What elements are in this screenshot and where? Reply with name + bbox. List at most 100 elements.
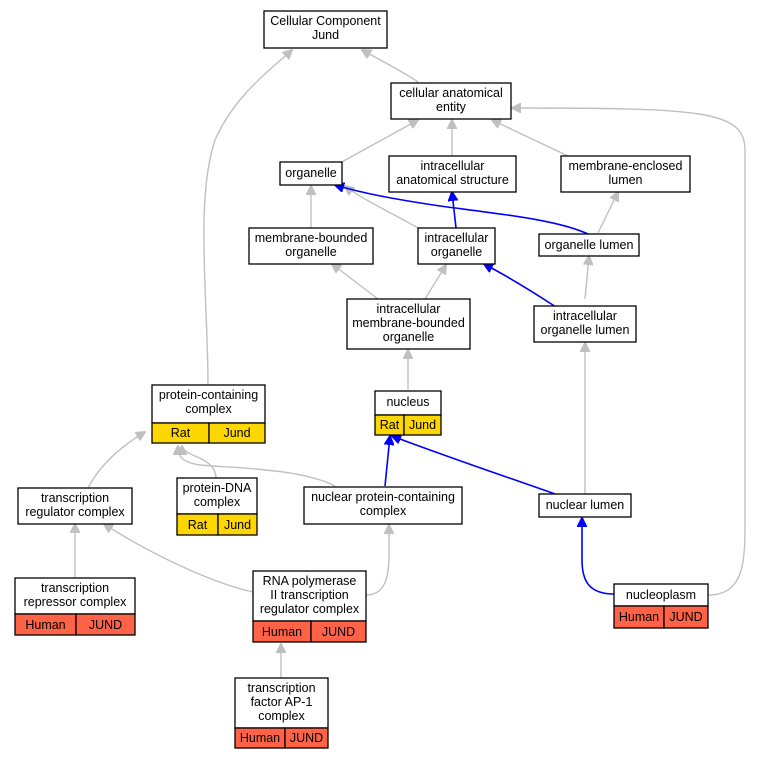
node-label-line: factor AP-1 xyxy=(251,695,313,709)
node-label-line: repressor complex xyxy=(24,595,128,609)
node-label-line: complex xyxy=(185,402,232,416)
gene-label: Jund xyxy=(223,426,250,440)
node-label-line: cellular anatomical xyxy=(399,86,503,100)
edge-imbo-to-io xyxy=(424,265,446,300)
node-nuclear-lumen[interactable]: nuclear lumen xyxy=(538,493,632,518)
node-transcription-repressor-complex[interactable]: transcription repressor complex Human JU… xyxy=(14,577,136,636)
nodes: Cellular Component Jund cellular anatomi… xyxy=(14,10,709,749)
node-label-line: intracellular xyxy=(421,159,485,173)
gene-cell xyxy=(217,513,258,536)
edge-npcc-to-nucleus[interactable] xyxy=(385,436,390,487)
gene-label: JUND xyxy=(290,731,323,745)
node-label-line: organelle xyxy=(285,245,336,259)
node-nucleoplasm[interactable]: nucleoplasm Human JUND xyxy=(613,583,709,629)
edge-organelle-to-cae xyxy=(339,120,418,164)
node-intracellular-membrane-bounded-organelle[interactable]: intracellular membrane-bounded organelle xyxy=(346,298,471,350)
gene-cell xyxy=(284,727,329,749)
node-transcription-factor-ap-1-complex[interactable]: transcription factor AP-1 complex Human … xyxy=(234,677,329,749)
edge-pcc-to-root xyxy=(203,50,292,386)
edge-rnap-to-trc xyxy=(104,524,254,593)
node-label-line: protein-containing xyxy=(159,388,258,402)
node-label-line: nuclear protein-containing xyxy=(311,490,455,504)
gene-cell xyxy=(208,422,266,444)
node-intracellular-organelle-lumen[interactable]: intracellular organelle lumen xyxy=(533,305,637,343)
node-label-line: nucleoplasm xyxy=(626,588,696,602)
node-rna-polymerase-ii-transcription-regulator-complex[interactable]: RNA polymerase II transcription regulato… xyxy=(252,570,367,643)
species-label: Human xyxy=(240,731,280,745)
edge-cae-to-root xyxy=(362,50,419,83)
gene-label: JUND xyxy=(322,625,355,639)
species-label: Rat xyxy=(188,518,208,532)
edge-np-to-cae xyxy=(512,108,746,596)
edge-trc-to-pcc xyxy=(87,432,145,489)
edges xyxy=(75,50,746,678)
node-label-line: lumen xyxy=(608,173,642,187)
node-label-line: complex xyxy=(258,709,305,723)
gene-cell xyxy=(310,620,367,643)
node-label-line: membrane-bounded xyxy=(352,316,465,330)
node-label-line: organelle xyxy=(383,330,434,344)
node-membrane-bounded-organelle[interactable]: membrane-bounded organelle xyxy=(248,227,374,265)
species-label: Human xyxy=(619,610,659,624)
node-cellular-component-jund[interactable]: Cellular Component Jund xyxy=(263,10,388,49)
edge-np-to-nl[interactable] xyxy=(582,518,615,595)
species-label: Rat xyxy=(171,426,191,440)
node-cellular-anatomical-entity[interactable]: cellular anatomical entity xyxy=(390,82,512,120)
edge-ol-to-organelle[interactable] xyxy=(335,185,591,236)
node-label-line: entity xyxy=(436,100,467,114)
gene-label: Jund xyxy=(224,518,251,532)
node-membrane-enclosed-lumen[interactable]: membrane-enclosed lumen xyxy=(560,155,691,193)
node-label-line: regulator complex xyxy=(260,602,360,616)
node-label-line: membrane-bounded xyxy=(255,231,368,245)
gene-cell xyxy=(663,605,709,629)
node-label-line: intracellular xyxy=(377,302,441,316)
edge-pdna-to-pcc xyxy=(182,446,217,479)
node-label-line: complex xyxy=(194,495,241,509)
node-label-line: intracellular xyxy=(553,309,617,323)
node-label-line: transcription xyxy=(41,491,109,505)
node-label-line: membrane-enclosed xyxy=(569,159,683,173)
edge-iol-to-ol xyxy=(585,256,589,300)
node-nuclear-protein-containing-complex[interactable]: nuclear protein-containing complex xyxy=(303,486,463,525)
node-organelle[interactable]: organelle xyxy=(279,161,343,186)
edge-npcc-to-pcc xyxy=(178,446,336,487)
node-label-line: organelle xyxy=(431,245,482,259)
node-label-line: transcription xyxy=(247,681,315,695)
node-intracellular-anatomical-structure[interactable]: intracellular anatomical structure xyxy=(388,155,517,193)
edge-nl-to-nucleus[interactable] xyxy=(392,436,556,495)
species-label: Human xyxy=(262,625,302,639)
gene-label: JUND xyxy=(669,610,702,624)
species-label: Rat xyxy=(380,418,400,432)
node-label-line: organelle xyxy=(285,166,336,180)
node-protein-containing-complex[interactable]: protein-containing complex Rat Jund xyxy=(151,384,266,444)
gene-label: JUND xyxy=(89,618,122,632)
node-label-line: II transcription xyxy=(270,588,349,602)
node-label-line: nuclear lumen xyxy=(546,498,625,512)
node-label-line: anatomical structure xyxy=(396,173,509,187)
node-nucleus[interactable]: nucleus Rat Jund xyxy=(374,390,442,436)
node-label-line: organelle lumen xyxy=(541,323,630,337)
edge-ol-to-mel xyxy=(597,192,618,234)
gene-cell xyxy=(403,414,442,436)
edge-iol-to-io[interactable] xyxy=(484,264,557,308)
edge-mel-to-cae xyxy=(492,120,569,157)
node-protein-dna-complex[interactable]: protein-DNA complex Rat Jund xyxy=(176,477,258,536)
node-label-line: Cellular Component xyxy=(270,14,381,28)
node-organelle-lumen[interactable]: organelle lumen xyxy=(538,233,640,257)
edge-imbo-to-mbo xyxy=(332,264,379,300)
node-label-line: intracellular xyxy=(425,231,489,245)
edge-rnap-to-npcc xyxy=(365,525,389,596)
node-label-line: regulator complex xyxy=(25,505,125,519)
node-transcription-regulator-complex[interactable]: transcription regulator complex xyxy=(17,487,133,525)
node-label-line: complex xyxy=(360,504,407,518)
node-label-line: nucleus xyxy=(386,395,429,409)
gene-cell xyxy=(75,613,136,636)
node-label-line: Jund xyxy=(312,28,339,42)
node-label-line: transcription xyxy=(41,581,109,595)
edge-io-to-ias[interactable] xyxy=(452,192,456,229)
node-label-line: organelle lumen xyxy=(545,238,634,252)
node-label-line: protein-DNA xyxy=(183,481,252,495)
node-intracellular-organelle[interactable]: intracellular organelle xyxy=(417,227,496,265)
species-label: Human xyxy=(25,618,65,632)
